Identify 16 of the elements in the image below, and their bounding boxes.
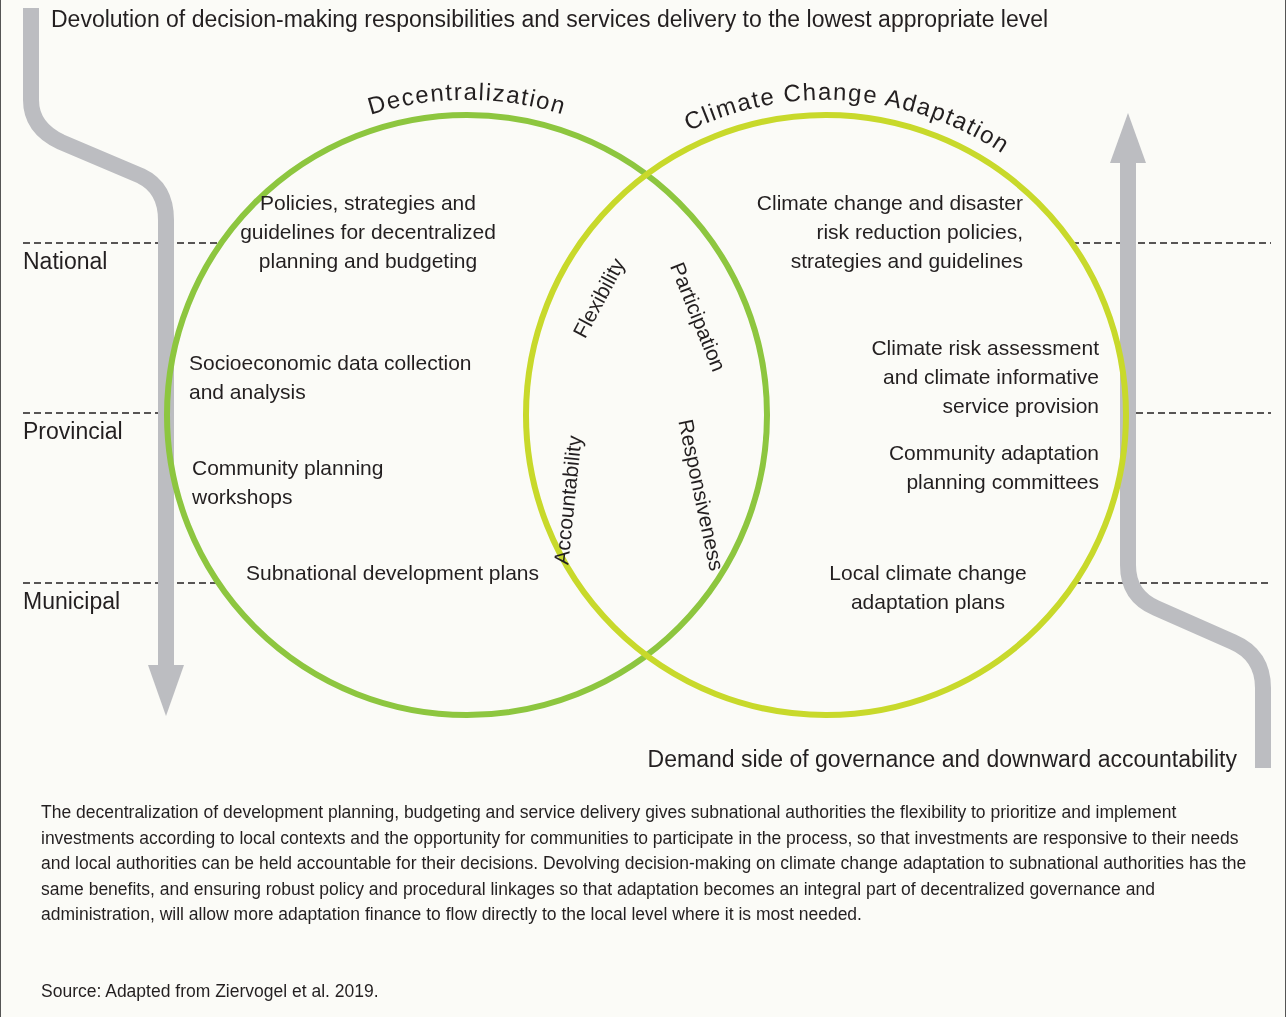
item-text: Climate risk assessment and climate informative service provision — [870, 335, 1099, 419]
principle-label: Accountability — [549, 434, 587, 566]
item-text: Climate change and disaster risk reduction policies, strategies and guidelines — [755, 190, 1023, 274]
item-text: Local climate change adaptation plans — [828, 560, 1028, 615]
arrow-label: Demand side of governance and downward accountability — [647, 746, 1237, 774]
item-text: Community planning workshops — [192, 455, 385, 510]
level-label: Provincial — [23, 418, 123, 446]
caption-text: The decentralization of development planning, budgeting and service delivery gives subnational authorities the flexibility to prioritize and implement investments according to local contexts and the opportunity for communities to participate in the process, so that investments are responsive to their needs and local authorities can be held accountable for their decisions. Devolving decision-making on climate change adaptation to subnational authorities has the same benefits, and ensuring robust policy and procedural linkages so that adaptation becomes an integral part of decentralized governance and administration, will allow more adaptation finance to flow directly to the local level where it is most needed. — [41, 801, 1248, 926]
circle-title: Decentralization — [364, 77, 570, 120]
level-label: Municipal — [23, 588, 121, 616]
source-note: Source: Adapted from Ziervogel et al. 2019. — [41, 981, 379, 1002]
item-text: Socioeconomic data collection and analysis — [189, 350, 473, 405]
level-label: National — [23, 248, 108, 276]
item-text: Policies, strategies and guidelines for decentralized planning and budgeting — [239, 190, 497, 274]
item-text: Community adaptation planning committees — [887, 440, 1099, 495]
arrow-label: Devolution of decision-making responsibilities and services delivery to the lowest appropriate level — [51, 6, 1049, 34]
